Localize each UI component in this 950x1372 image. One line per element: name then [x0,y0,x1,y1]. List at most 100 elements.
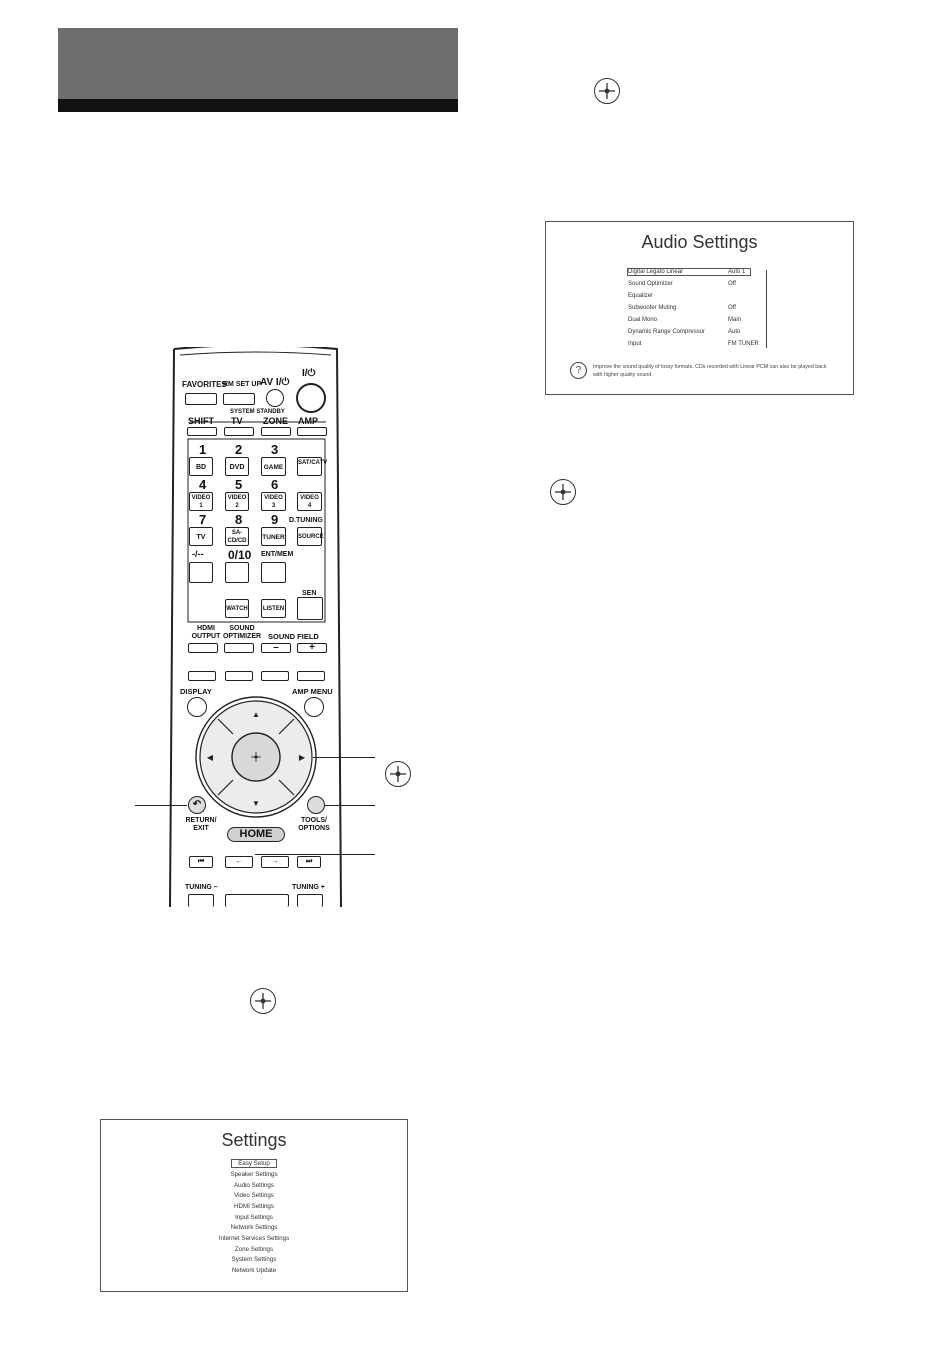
enter-button-icon [594,78,620,104]
system-standby-label: SYSTEM STANDBY [230,409,285,415]
settings-menu-item[interactable]: Easy Setup [101,1159,407,1168]
hdmi-output-button[interactable] [188,643,218,653]
row-label: Subwoofer Muting [628,305,677,311]
hdmi-output-label: HDMI OUTPUT [191,625,221,640]
settings-screen: Settings Easy Setup Speaker Settings Aud… [100,1119,408,1292]
help-description: Improve the sound quality of lossy forma… [593,363,853,379]
watch-button[interactable]: WATCH [225,599,249,618]
row-value: Main [728,317,742,323]
remote-body: ▲ ▼ ◀ ▶ [169,347,342,907]
settings-menu-item[interactable]: Audio Settings [234,1182,274,1189]
next-track-button[interactable]: ⏭ [297,856,321,868]
row-label: Sound Optimizer [628,281,673,287]
row-label: Equalizer [628,293,654,299]
settings-menu-item[interactable]: Network Update [231,1267,277,1274]
sat-catv-button[interactable]: SAT/CATV [297,457,327,476]
settings-menu-item[interactable]: Video Settings [234,1192,274,1199]
dash-label: -/-- [192,549,204,559]
enter-button-icon [385,761,411,787]
rewind-step-button[interactable]: ← [225,856,253,868]
amp-menu-button[interactable] [304,697,324,717]
video2-button[interactable]: VIDEO 2 [225,492,249,511]
dvd-button[interactable]: DVD [225,457,249,476]
num-label: 6 [271,477,279,492]
ent-mem-button[interactable] [261,562,286,583]
fast-rewind-button[interactable] [188,894,214,907]
header-stripe [58,99,458,112]
row-label: Dynamic Range Compressor [628,329,706,335]
item-label: Easy Setup [231,1159,277,1168]
sacd-button[interactable]: SA-CD/CD [225,527,249,546]
listen-button[interactable]: LISTEN [261,599,286,618]
favorites-button[interactable] [185,393,217,405]
power-button[interactable] [296,383,326,413]
num-label: 2 [235,442,243,457]
settings-menu-item[interactable]: HDMI Settings [234,1203,274,1210]
prev-track-button[interactable]: ⏮ [189,856,213,868]
section-header-bar [58,28,458,112]
return-exit-label: RETURN/ EXIT [185,817,217,832]
sound-field-minus-button[interactable]: – [261,643,291,653]
source-button[interactable]: SOURCE [297,527,324,546]
av-power-button[interactable] [266,389,284,407]
video1-button[interactable]: VIDEO 1 [189,492,213,511]
red-button[interactable] [188,671,216,681]
audio-row[interactable]: Subwoofer Muting Off [628,305,748,311]
display-button[interactable] [187,697,207,717]
dash-button[interactable] [189,562,213,583]
video4-button[interactable]: VIDEO 4 [297,492,322,511]
zone-button[interactable] [261,427,291,436]
rm-set-up-label: RM SET UP [223,381,262,388]
fast-forward-button[interactable] [297,894,323,907]
d-tuning-label: D.TUNING [289,517,323,524]
settings-menu-item[interactable]: System Settings [231,1256,277,1263]
tv-input-button[interactable]: TV [189,527,213,546]
num-label: 7 [199,512,207,527]
video3-button[interactable]: VIDEO 3 [261,492,286,511]
callout-line [255,854,375,855]
row-value: Off [728,281,736,287]
settings-menu-item[interactable]: Zone Settings [234,1246,274,1253]
settings-menu-item[interactable]: Network Settings [230,1224,278,1231]
zero-label: 0/10 [228,548,252,562]
yellow-button[interactable] [261,671,289,681]
enter-button-icon [250,988,276,1014]
settings-menu-item[interactable]: Internet Services Settings [218,1235,290,1242]
forward-step-button[interactable]: → [261,856,289,868]
settings-menu-item[interactable]: Input Settings [235,1214,273,1221]
tuner-button[interactable]: TUNER [261,527,286,546]
shift-button[interactable] [187,427,217,436]
help-line: Improve the sound quality of lossy forma… [593,364,827,370]
audio-row[interactable]: Equalizer [628,293,748,299]
zero-button[interactable] [225,562,249,583]
tv-mode-button[interactable] [224,427,254,436]
settings-menu-item[interactable]: Speaker Settings [230,1171,278,1178]
row-value: Off [728,305,736,311]
game-button[interactable]: GAME [261,457,286,476]
sound-optimizer-button[interactable] [224,643,254,653]
svg-text:◀: ◀ [207,753,214,762]
green-button[interactable] [225,671,253,681]
amp-button[interactable] [297,427,327,436]
audio-row[interactable]: Sound Optimizer Off [628,281,748,287]
num-label: 3 [271,442,279,457]
rm-set-up-button[interactable] [223,393,255,405]
return-icon: ↶ [192,799,202,810]
audio-settings-title: Audio Settings [641,232,758,252]
scrollbar[interactable] [766,270,767,348]
return-button[interactable]: ↶ [188,796,206,814]
tools-button[interactable] [307,796,325,814]
bd-button[interactable]: BD [189,457,213,476]
play-button[interactable] [225,894,289,907]
blue-button[interactable] [297,671,325,681]
sound-field-plus-button[interactable]: + [297,643,327,653]
home-button[interactable]: HOME [227,827,285,842]
sen-button[interactable] [297,597,323,620]
sen-label: SEN [302,590,317,597]
display-label: DISPLAY [180,687,212,696]
